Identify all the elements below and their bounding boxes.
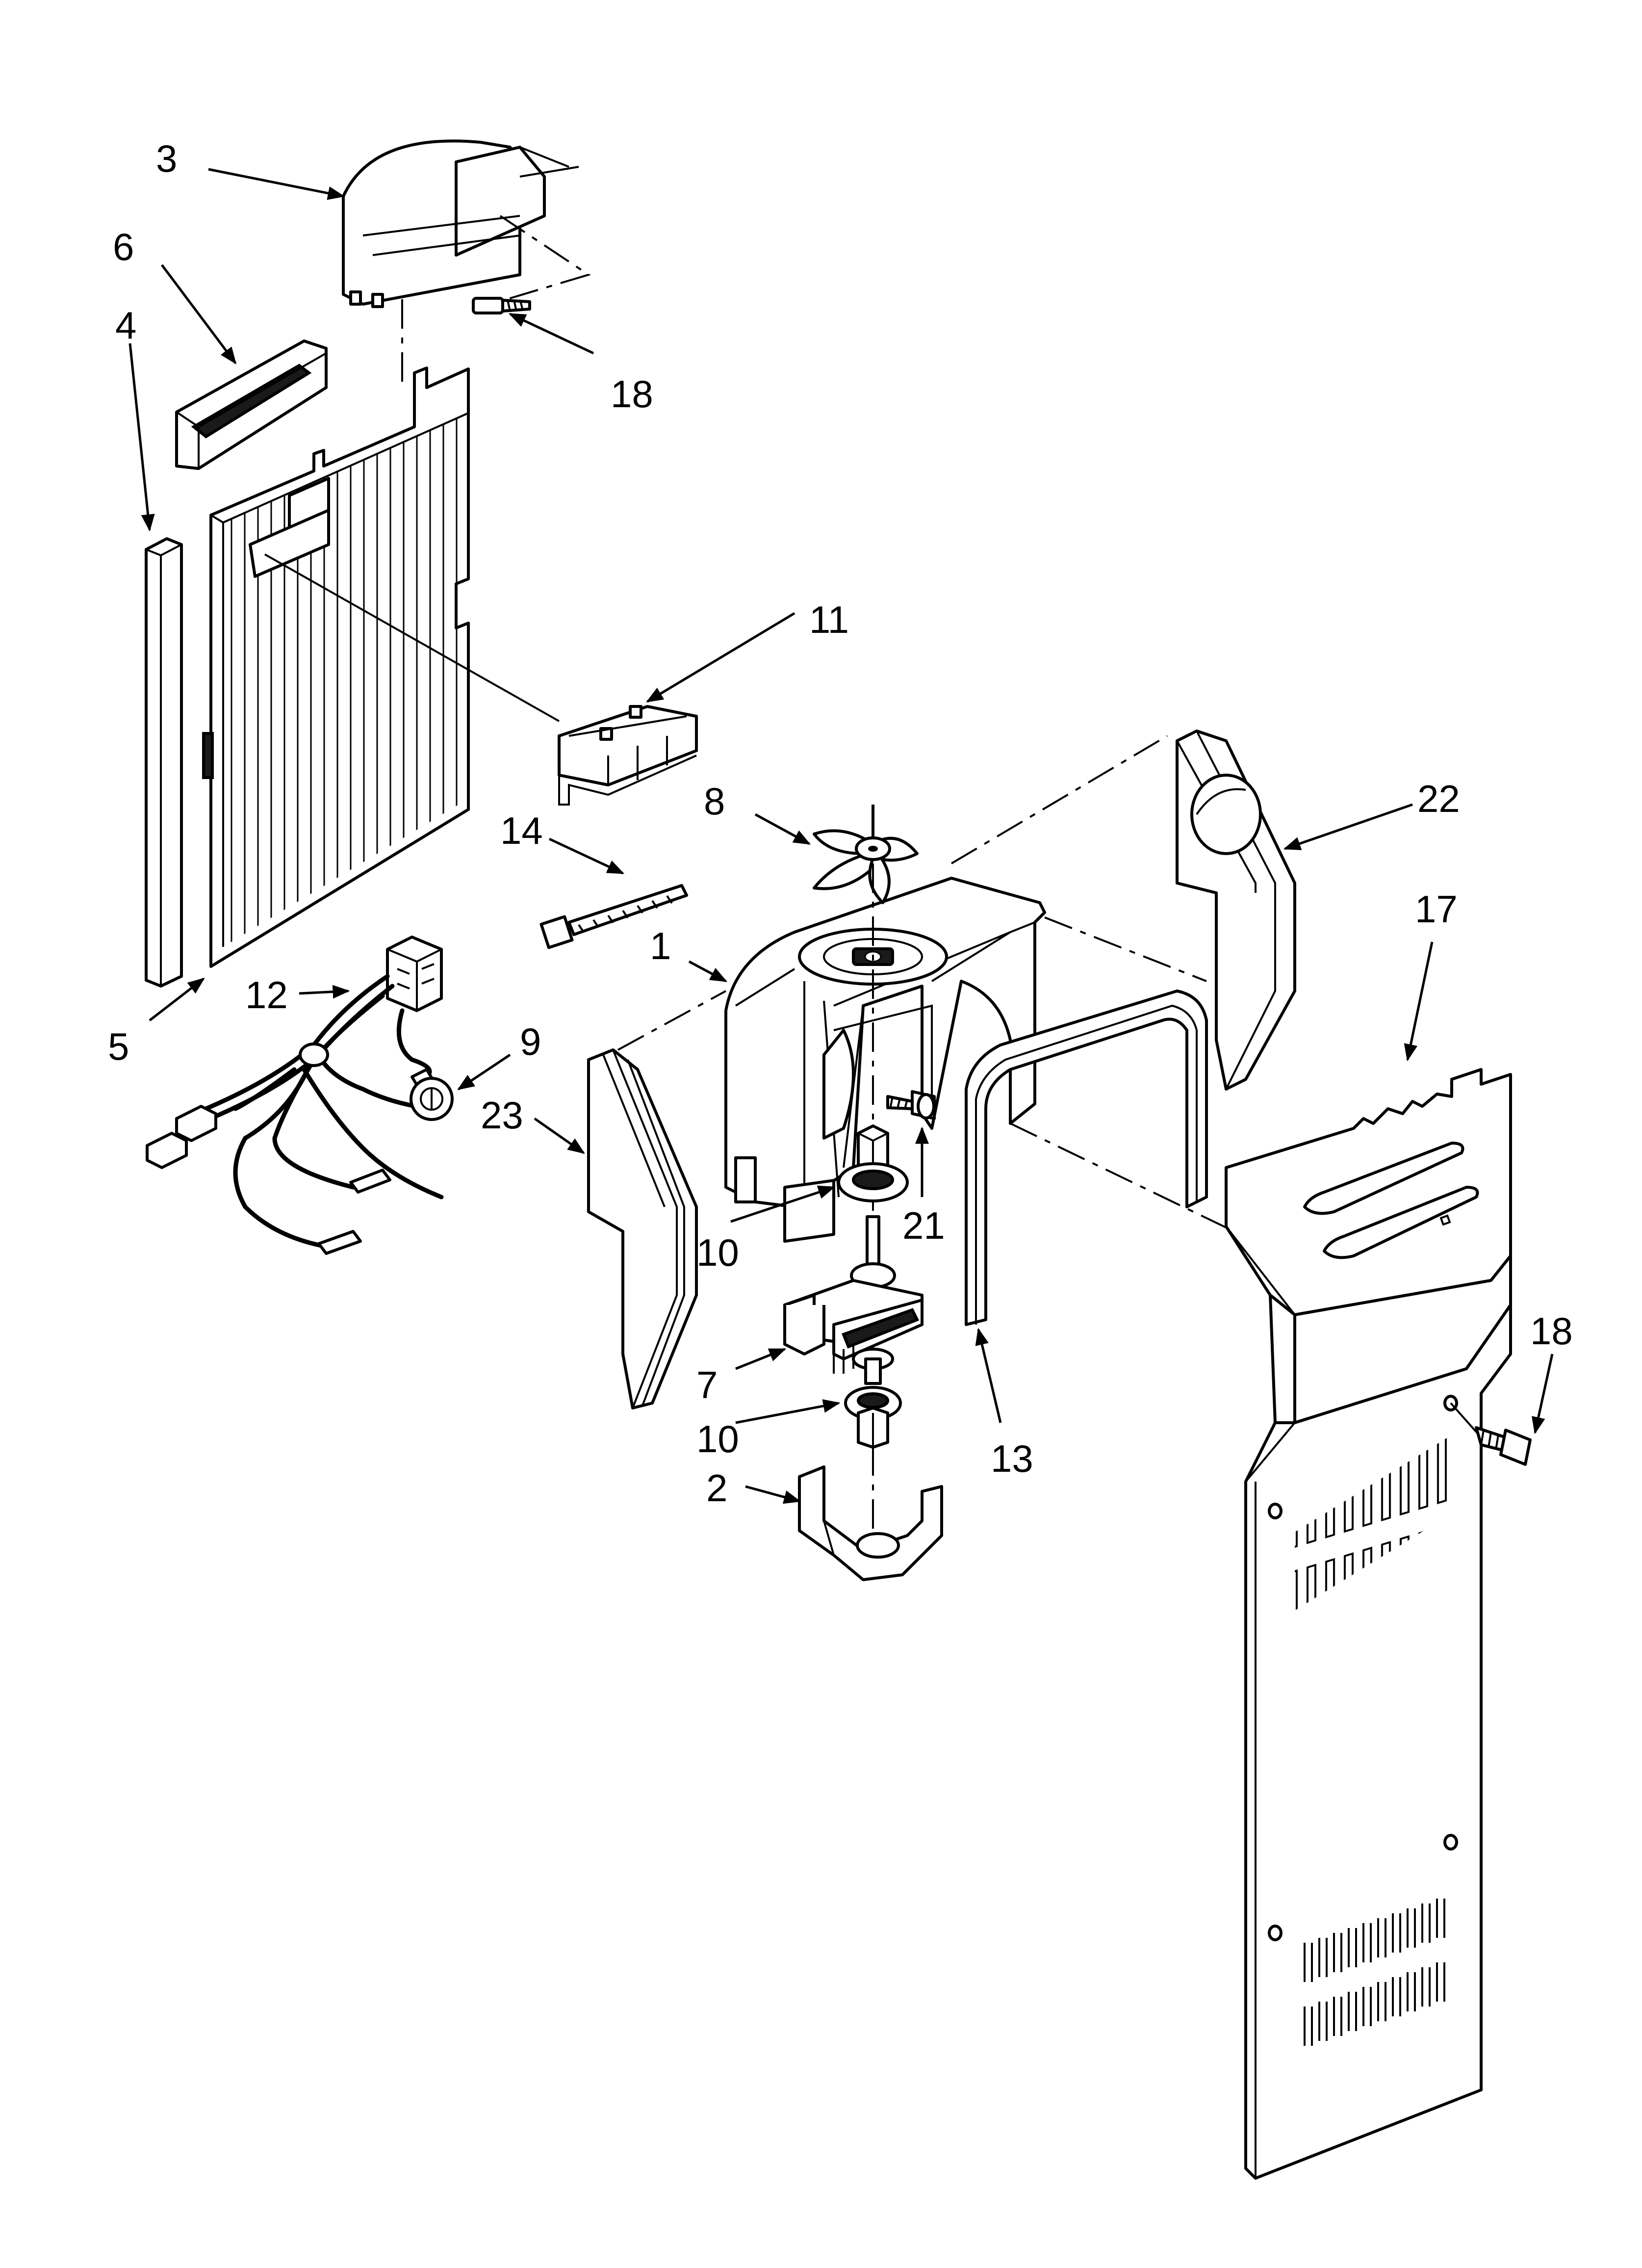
callout-18: 18 bbox=[1530, 1309, 1573, 1353]
alignment-line bbox=[617, 990, 726, 1051]
leader-arrows bbox=[128, 168, 1554, 1504]
part-23-left-insulation bbox=[587, 1048, 698, 1409]
part-11-bracket bbox=[558, 705, 698, 806]
part-14-cable-tie bbox=[539, 884, 688, 949]
part-13-u-gasket bbox=[965, 990, 1208, 1326]
callout-1: 1 bbox=[650, 924, 671, 967]
part-12-wire-harness bbox=[146, 936, 444, 1255]
part-18-screw-top bbox=[472, 297, 531, 314]
part-9-grommet bbox=[410, 1077, 454, 1121]
callout-5: 5 bbox=[108, 1025, 129, 1068]
callout-11: 11 bbox=[809, 598, 849, 641]
callout-labels: 3 6 4 18 11 8 22 14 17 1 12 9 5 23 21 10… bbox=[108, 137, 1573, 1510]
callout-7: 7 bbox=[696, 1363, 718, 1407]
callout-8: 8 bbox=[704, 780, 725, 823]
part-10-mount-upper bbox=[837, 1124, 909, 1202]
callout-12: 12 bbox=[245, 973, 288, 1017]
part-2-motor-bracket bbox=[798, 1465, 943, 1581]
alignment-line bbox=[490, 215, 591, 305]
callout-22: 22 bbox=[1417, 777, 1460, 820]
callout-17: 17 bbox=[1415, 887, 1458, 931]
part-22-right-insulation bbox=[1176, 730, 1296, 1091]
callout-3: 3 bbox=[156, 137, 177, 180]
alignment-line bbox=[1044, 916, 1207, 982]
part-7-fan-motor bbox=[783, 1179, 924, 1385]
leader-line bbox=[264, 553, 560, 722]
callout-21: 21 bbox=[902, 1204, 945, 1247]
callout-14: 14 bbox=[500, 809, 543, 852]
part-10-mount-lower bbox=[844, 1386, 902, 1449]
part-5-ribbed-panel bbox=[202, 366, 470, 968]
callout-4: 4 bbox=[115, 304, 136, 347]
part-18-screw-right bbox=[1450, 1402, 1532, 1466]
part-3-duct-cover bbox=[342, 139, 579, 308]
callout-2: 2 bbox=[706, 1466, 727, 1510]
callout-10: 10 bbox=[696, 1231, 739, 1274]
part-1-fan-housing bbox=[724, 877, 1046, 1208]
callout-18: 18 bbox=[611, 372, 653, 416]
callout-10: 10 bbox=[696, 1417, 739, 1460]
vent-louvers bbox=[1295, 1435, 1452, 1611]
part-4-strip bbox=[145, 537, 183, 988]
part-8-fan-blade bbox=[813, 805, 919, 904]
callout-13: 13 bbox=[991, 1437, 1033, 1480]
part-17-rear-panel bbox=[1225, 1068, 1512, 2180]
callout-6: 6 bbox=[113, 225, 134, 268]
part-21-screw bbox=[886, 1090, 936, 1120]
callout-23: 23 bbox=[481, 1094, 523, 1137]
callout-9: 9 bbox=[520, 1020, 541, 1063]
alignment-line bbox=[950, 735, 1168, 864]
part-6-rail bbox=[175, 339, 328, 470]
